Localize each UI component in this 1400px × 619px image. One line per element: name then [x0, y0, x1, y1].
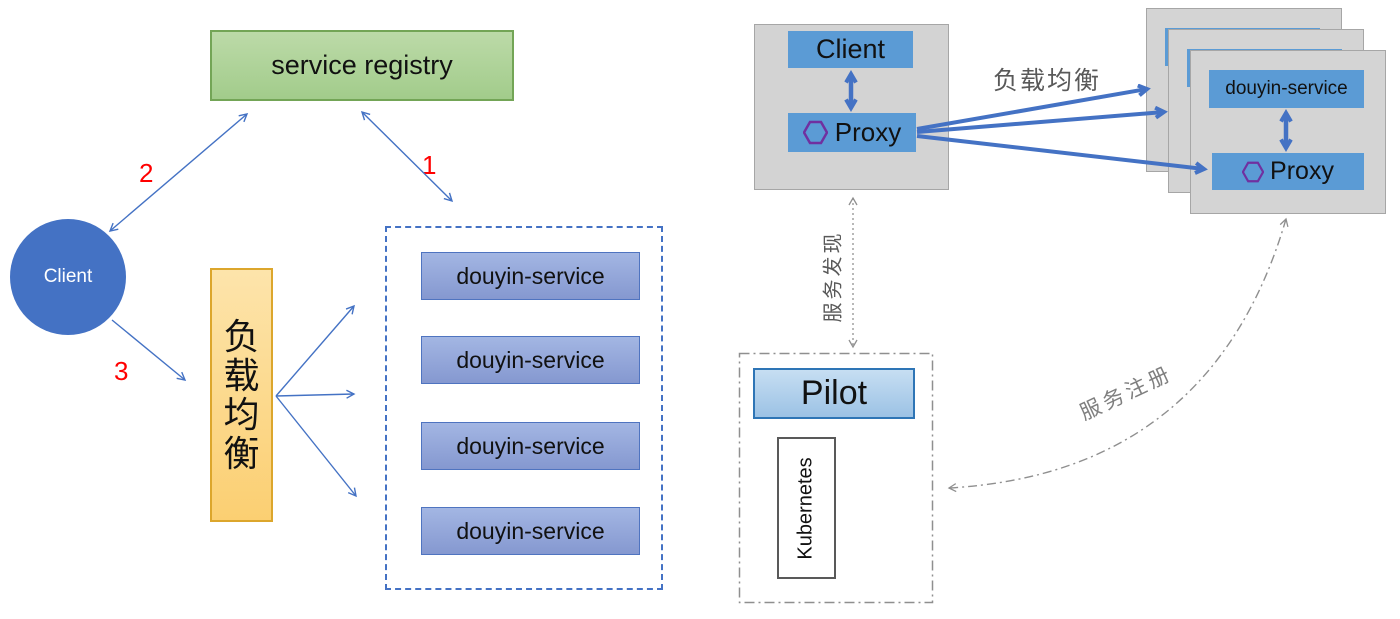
kubernetes-label: Kubernetes	[795, 456, 818, 560]
arrow-lb-fan-2	[275, 389, 356, 399]
step-3-label: 3	[114, 356, 129, 386]
kubernetes-box: Kubernetes	[777, 437, 836, 579]
service-pod-card-front: douyin-service Proxy	[1190, 50, 1386, 214]
service-instance-2: douyin-service	[421, 336, 640, 384]
mesh-client-box: Client	[788, 31, 913, 68]
service-cluster-dashed-box	[385, 226, 663, 590]
arrow-lb-fan-1	[275, 304, 355, 397]
mesh-client-proxy-label: Proxy	[834, 117, 902, 147]
load-balancing-label: 负载均衡	[993, 67, 1102, 95]
proxy-hexagon-icon	[1242, 161, 1265, 182]
pod-service-box: douyin-service	[1209, 70, 1364, 108]
service-instance-1: douyin-service	[421, 252, 640, 300]
step-2-label: 2	[139, 158, 154, 188]
pilot-box: Pilot	[753, 368, 915, 419]
service-registry-box: service registry	[210, 30, 514, 101]
client-circle: Client	[10, 219, 126, 335]
load-balancer-label: 负载均衡	[223, 316, 260, 474]
connector-service-register	[947, 217, 1289, 493]
load-balancer-box: 负载均衡	[210, 268, 273, 522]
pilot-label: Pilot	[800, 374, 868, 412]
service-instance-4-label: douyin-service	[456, 517, 605, 544]
client-circle-label: Client	[43, 266, 93, 287]
service-instance-1-label: douyin-service	[456, 262, 605, 289]
pod-proxy-label: Proxy	[1270, 157, 1334, 185]
step-1-label: 1	[422, 150, 437, 180]
service-register-label: 服务注册	[1076, 361, 1177, 425]
service-instance-4: douyin-service	[421, 507, 640, 555]
service-instance-2-label: douyin-service	[456, 346, 605, 373]
service-instance-3: douyin-service	[421, 422, 640, 470]
service-instance-3-label: douyin-service	[456, 432, 605, 459]
service-registry-label: service registry	[271, 50, 453, 80]
proxy-hexagon-icon	[802, 120, 828, 145]
service-discovery-label: 服务发现	[822, 230, 845, 323]
arrow-registry-services	[360, 110, 454, 203]
arrow-client-registry	[108, 113, 249, 232]
arrow-proxy-pod-middle	[916, 112, 1164, 134]
arrow-lb-fan-3	[275, 395, 357, 498]
pod-proxy-box: Proxy	[1212, 153, 1364, 190]
mesh-client-proxy-box: Proxy	[788, 113, 916, 152]
mesh-client-label: Client	[815, 34, 886, 64]
pod-service-label: douyin-service	[1225, 78, 1348, 99]
